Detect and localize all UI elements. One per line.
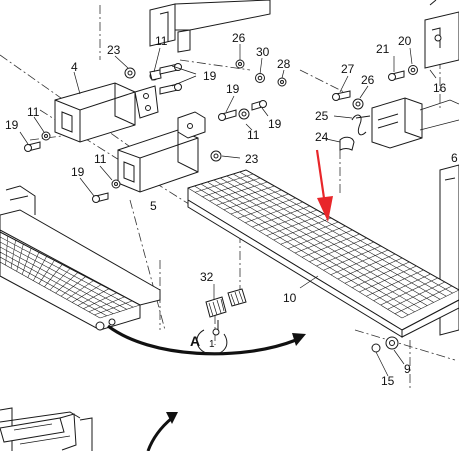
view-marker-letter: A (190, 333, 200, 349)
callout-27: 27 (341, 62, 355, 76)
callout-15: 15 (381, 374, 395, 388)
callout-19: 19 (226, 82, 240, 96)
callout-24: 24 (315, 130, 329, 144)
callout-11: 11 (27, 105, 40, 119)
callout-19: 19 (203, 69, 217, 83)
view-marker-suffix: 1 (209, 339, 215, 350)
callout-11: 11 (94, 152, 107, 166)
grating-mesh (187, 169, 459, 319)
callout-19: 19 (268, 117, 282, 131)
springs-32 (205, 288, 247, 318)
callout-30: 30 (256, 45, 270, 59)
left-step-installed (0, 185, 161, 331)
callout-11: 11 (247, 128, 260, 142)
callout-19: 19 (71, 165, 85, 179)
callout-32: 32 (200, 270, 214, 284)
callout-28: 28 (277, 57, 291, 71)
hardware (24, 59, 418, 353)
rotation-arrow (107, 320, 306, 356)
step-10 (187, 169, 459, 338)
callout-4: 4 (71, 60, 78, 74)
callout-20: 20 (398, 34, 412, 48)
right-mounting-plate (371, 97, 459, 149)
callout-21: 21 (376, 42, 390, 56)
callout-labels: 23 11 19 4 11 19 26 30 28 19 11 19 23 11… (5, 31, 458, 388)
grating-mesh (0, 231, 141, 319)
lower-arrow (146, 412, 178, 451)
callout-5: 5 (150, 199, 157, 213)
callout-10: 10 (283, 291, 297, 305)
callout-25: 25 (315, 109, 329, 123)
bracket-4 (54, 82, 159, 143)
callout-23: 23 (107, 43, 121, 57)
callout-6: 6 (451, 151, 458, 165)
highlight-arrow (315, 149, 333, 222)
lower-left-assembly (0, 407, 93, 451)
callout-11: 11 (155, 34, 168, 48)
bracket-5 (117, 111, 206, 193)
callout-19: 19 (5, 118, 19, 132)
upper-frame (149, 0, 271, 53)
callout-26: 26 (361, 73, 375, 87)
callout-16: 16 (433, 81, 447, 95)
upper-right-bracket (424, 0, 459, 69)
callout-23: 23 (245, 152, 259, 166)
callout-9: 9 (404, 362, 411, 376)
leader-lines (19, 44, 437, 377)
callout-26: 26 (232, 31, 246, 45)
